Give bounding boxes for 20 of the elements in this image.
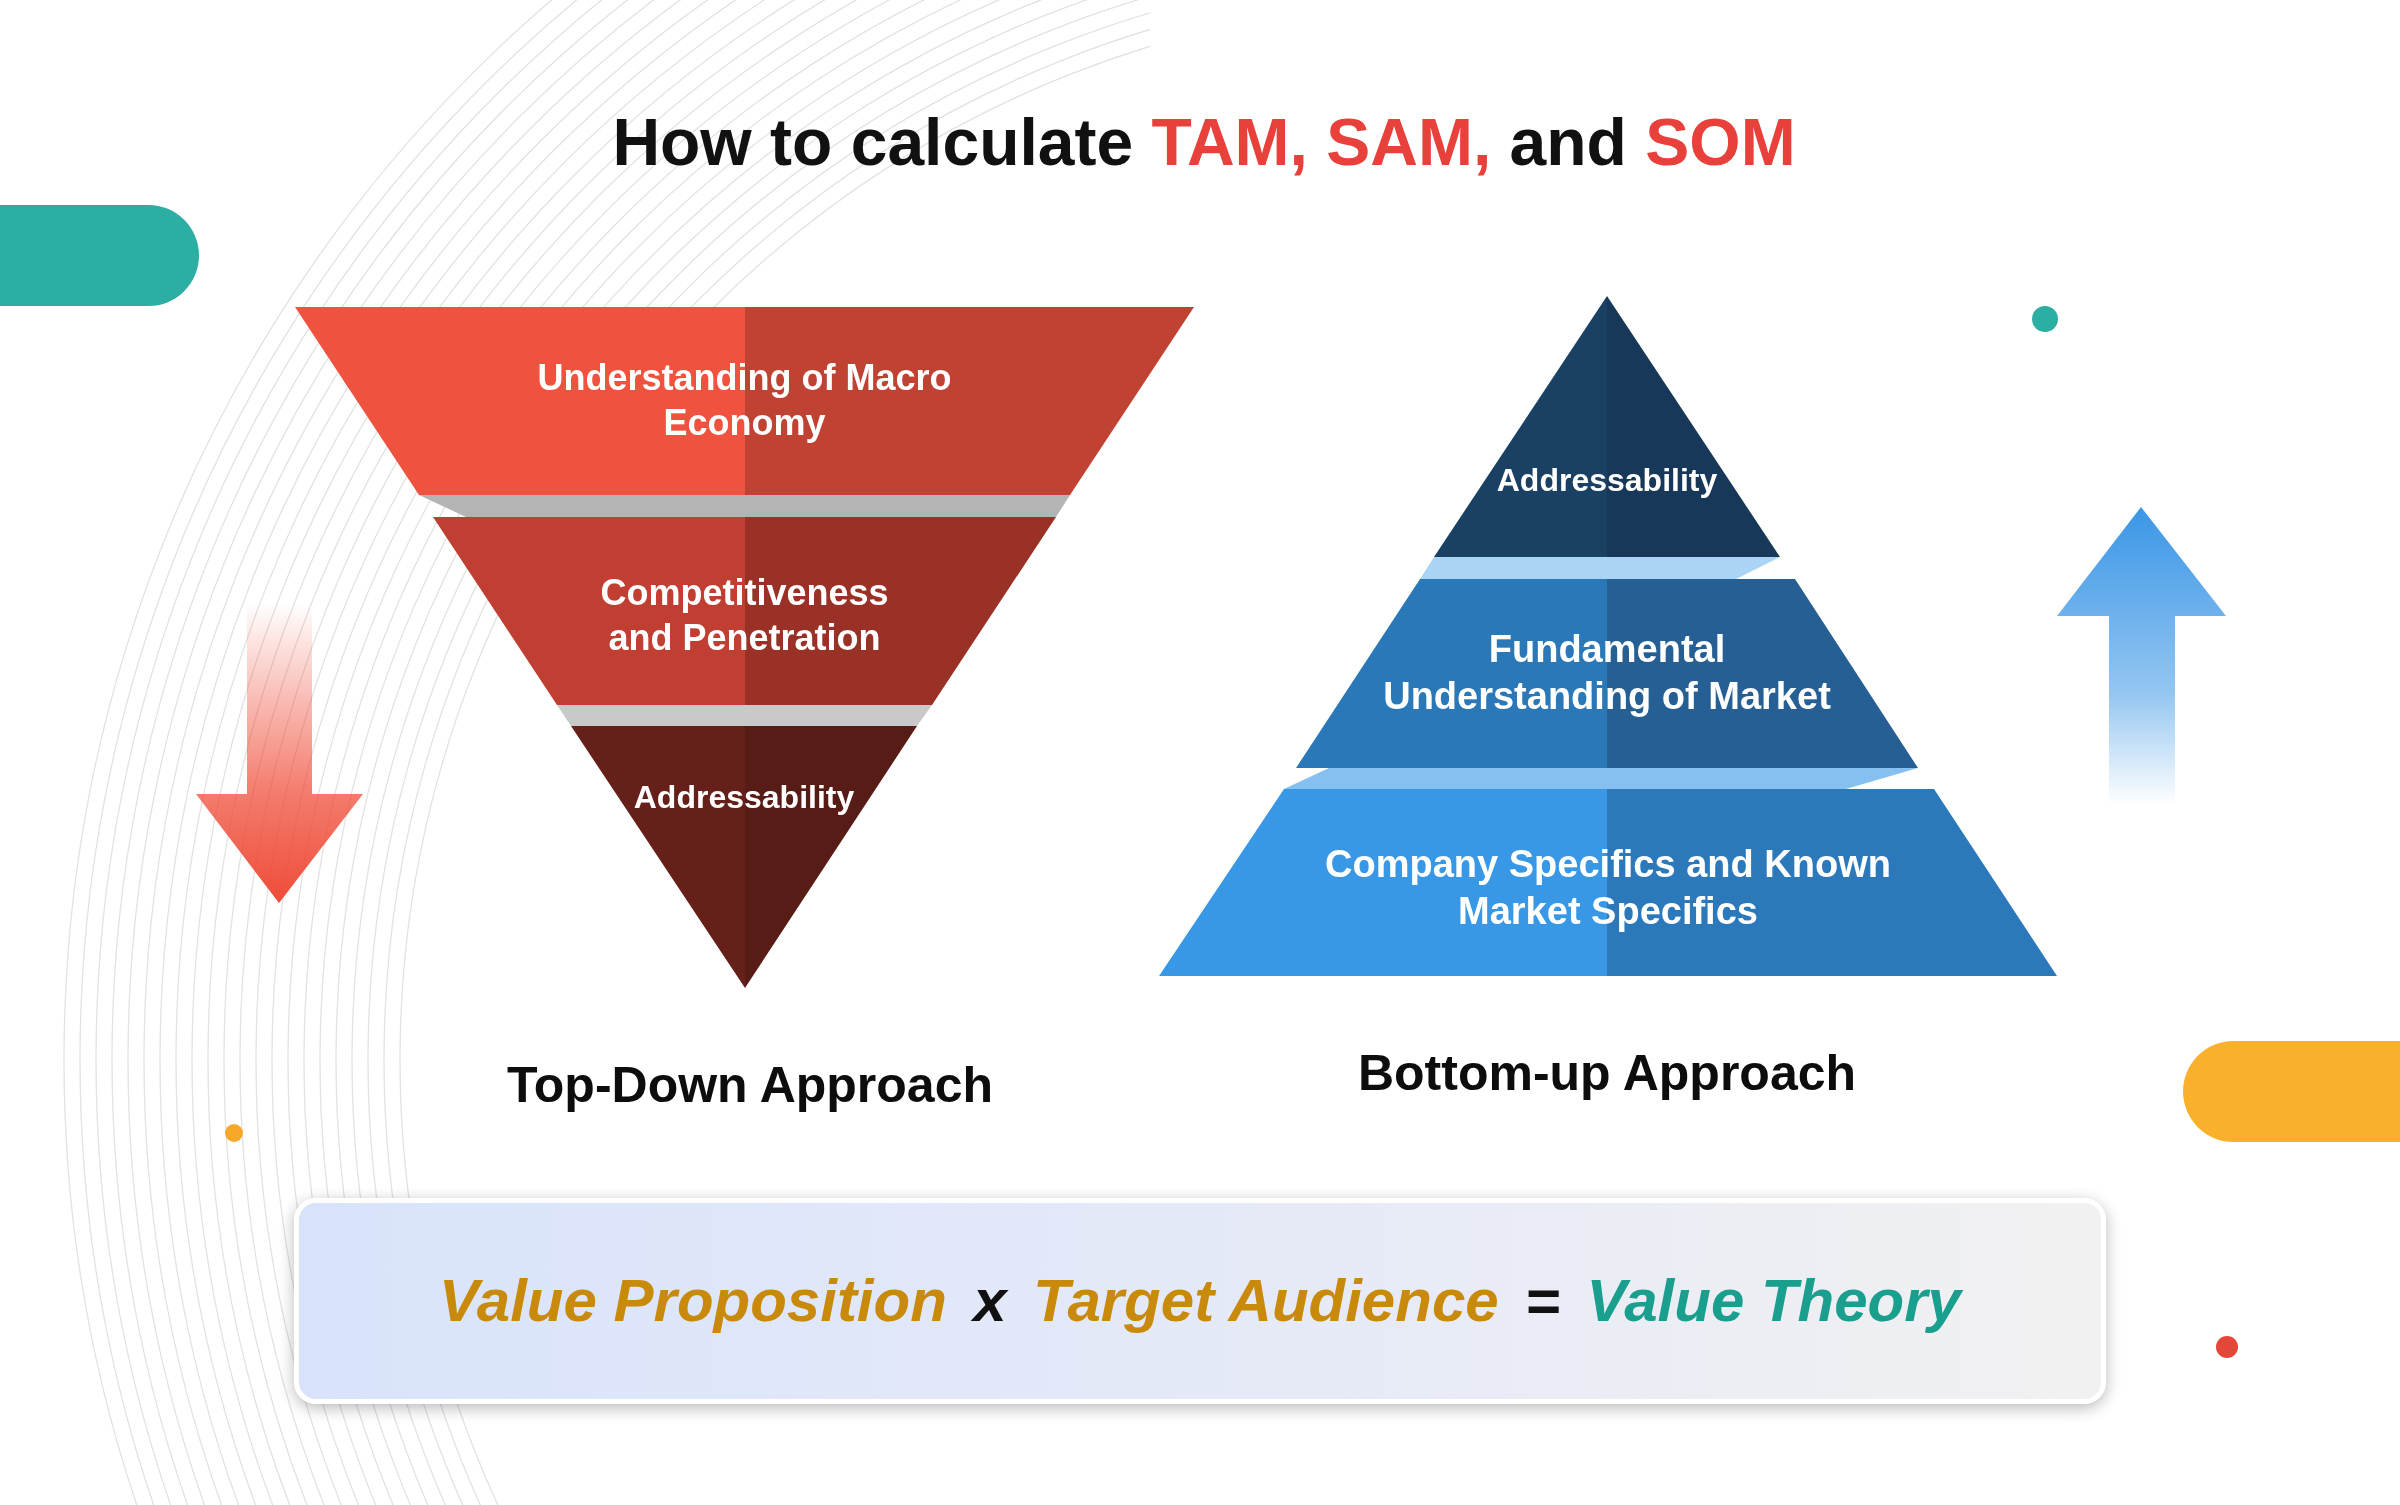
tier-label: Addressability bbox=[633, 779, 855, 815]
formula-operator: x bbox=[973, 1266, 1007, 1336]
approach-label: Top-Down Approach bbox=[507, 1056, 993, 1115]
pyramid-tier bbox=[1296, 557, 1918, 768]
funnel-tier bbox=[557, 705, 932, 988]
title: How to calculate TAM, SAM, and SOM bbox=[612, 104, 1796, 181]
funnel-tier bbox=[295, 307, 1194, 495]
formula-term: Value Proposition bbox=[439, 1266, 947, 1336]
formula-term: Value Theory bbox=[1586, 1266, 1961, 1336]
formula-term: Target Audience bbox=[1032, 1266, 1499, 1336]
tier-label: Addressability bbox=[1496, 462, 1718, 498]
funnel-tier bbox=[419, 495, 1070, 705]
tier-label: Fundamental Understanding of Market bbox=[1383, 628, 1831, 717]
formula-operator: = bbox=[1525, 1266, 1561, 1336]
tier-label: Competitiveness and Penetration bbox=[600, 572, 889, 658]
pyramid-tier bbox=[1159, 768, 2057, 976]
tier-label: Company Specifics and Known Market Specifics bbox=[1325, 843, 1891, 932]
tier-label: Understanding of Macro Economy bbox=[537, 357, 952, 443]
pyramid-tier bbox=[1434, 296, 1780, 557]
approach-label: Bottom-up Approach bbox=[1357, 1044, 1857, 1103]
